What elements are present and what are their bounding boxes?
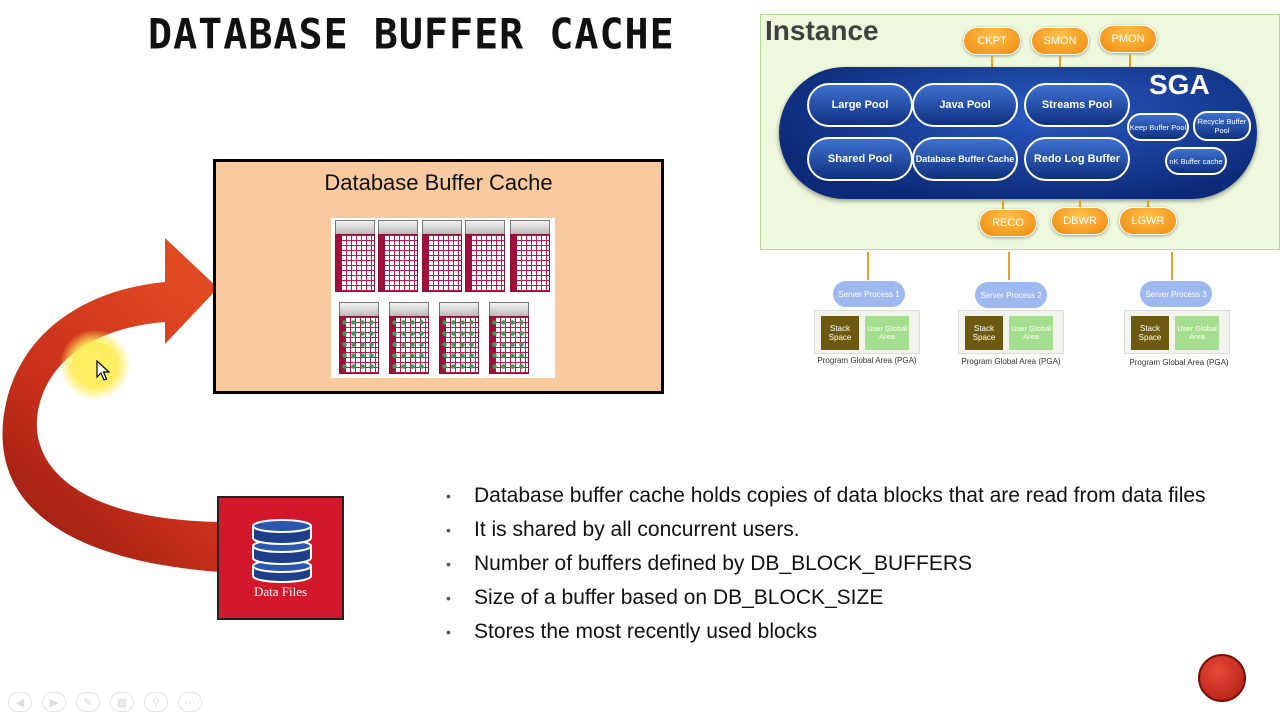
data-files-label: Data Files (253, 584, 308, 599)
buffer-block-used (489, 302, 529, 374)
sga-region: SGA Large Pool Java Pool Streams Pool Sh… (779, 67, 1257, 199)
user-global-area: User Global Area (1175, 316, 1219, 350)
instance-title: Instance (765, 15, 879, 46)
buffer-block (510, 220, 550, 292)
keep-buffer-pool: Keep Buffer Pool (1127, 113, 1189, 141)
database-cylinder-icon (252, 519, 312, 583)
process-smon: SMON (1031, 27, 1089, 55)
pga-box-3: Stack Space User Global Area (1124, 310, 1230, 354)
curved-arrow-icon (2, 238, 220, 572)
mouse-pointer-icon (96, 360, 110, 381)
connector-line (1171, 252, 1173, 280)
server-process-2: Server Process 2 (975, 282, 1047, 308)
bullet-item: Stores the most recently used blocks (446, 618, 1246, 646)
server-process-1: Server Process 1 (833, 281, 905, 307)
connector-line (1147, 199, 1149, 210)
slide-title: DATABASE BUFFER CACHE (148, 10, 675, 60)
buffer-cache-title: Database Buffer Cache (324, 170, 553, 195)
process-lgwr: LGWR (1119, 207, 1177, 235)
process-reco: RECO (979, 209, 1037, 237)
cursor-highlight (60, 330, 130, 400)
slideshow-toolbar: ◀ ▶ ✎ ▦ ⚲ ⋯ (8, 692, 202, 712)
next-slide-icon[interactable]: ▶ (42, 692, 66, 712)
nk-buffer-cache-pool: nK Buffer cache (1165, 147, 1227, 175)
slides-grid-icon[interactable]: ▦ (110, 692, 134, 712)
buffer-block (378, 220, 418, 292)
buffer-block-used (439, 302, 479, 374)
buffer-block (465, 220, 505, 292)
large-pool: Large Pool (807, 83, 913, 127)
bullet-item: Number of buffers defined by DB_BLOCK_BU… (446, 550, 1246, 578)
more-options-icon[interactable]: ⋯ (178, 692, 202, 712)
connector-line (1079, 199, 1081, 210)
instance-panel: Instance CKPT SMON PMON SGA Large Pool J… (760, 14, 1280, 250)
brand-logo-icon (1198, 654, 1246, 702)
buffer-block-used (339, 302, 379, 374)
connector-line (1008, 252, 1010, 280)
pga-box-1: Stack Space User Global Area (814, 310, 920, 354)
recycle-buffer-pool: Recycle Buffer Pool (1193, 111, 1251, 141)
stack-space: Stack Space (1131, 316, 1169, 350)
buffer-cache-box: Database Buffer Cache (213, 159, 664, 394)
database-buffer-cache-pool: Database Buffer Cache (912, 137, 1018, 181)
bullet-list: Database buffer cache holds copies of da… (446, 482, 1246, 652)
connector-line (1002, 199, 1004, 210)
stack-space: Stack Space (821, 316, 859, 350)
sga-title: SGA (1149, 69, 1210, 100)
zoom-icon[interactable]: ⚲ (144, 692, 168, 712)
redo-log-buffer-pool: Redo Log Buffer (1024, 137, 1130, 181)
buffer-block (335, 220, 375, 292)
data-files-box: Data Files (217, 496, 344, 620)
pga-caption-1: Program Global Area (PGA) (817, 356, 917, 365)
pga-box-2: Stack Space User Global Area (958, 310, 1064, 354)
pen-icon[interactable]: ✎ (76, 692, 100, 712)
stack-space: Stack Space (965, 316, 1003, 350)
pga-caption-2: Program Global Area (PGA) (961, 357, 1061, 366)
buffer-block-used (389, 302, 429, 374)
streams-pool: Streams Pool (1024, 83, 1130, 127)
user-global-area: User Global Area (865, 316, 909, 350)
buffer-block-grid (331, 218, 555, 378)
connector-line (1129, 54, 1131, 68)
pga-caption-3: Program Global Area (PGA) (1129, 358, 1229, 367)
bullet-item: Database buffer cache holds copies of da… (446, 482, 1246, 510)
connector-line (1059, 56, 1061, 68)
buffer-block (422, 220, 462, 292)
connector-line (991, 56, 993, 68)
connector-line (867, 252, 869, 280)
process-pmon: PMON (1099, 25, 1157, 53)
server-process-3: Server Process 3 (1140, 281, 1212, 307)
bullet-item: Size of a buffer based on DB_BLOCK_SIZE (446, 584, 1246, 612)
user-global-area: User Global Area (1009, 316, 1053, 350)
shared-pool: Shared Pool (807, 137, 913, 181)
bullet-item: It is shared by all concurrent users. (446, 516, 1246, 544)
java-pool: Java Pool (912, 83, 1018, 127)
process-dbwr: DBWR (1051, 207, 1109, 235)
previous-slide-icon[interactable]: ◀ (8, 692, 32, 712)
process-ckpt: CKPT (963, 27, 1021, 55)
